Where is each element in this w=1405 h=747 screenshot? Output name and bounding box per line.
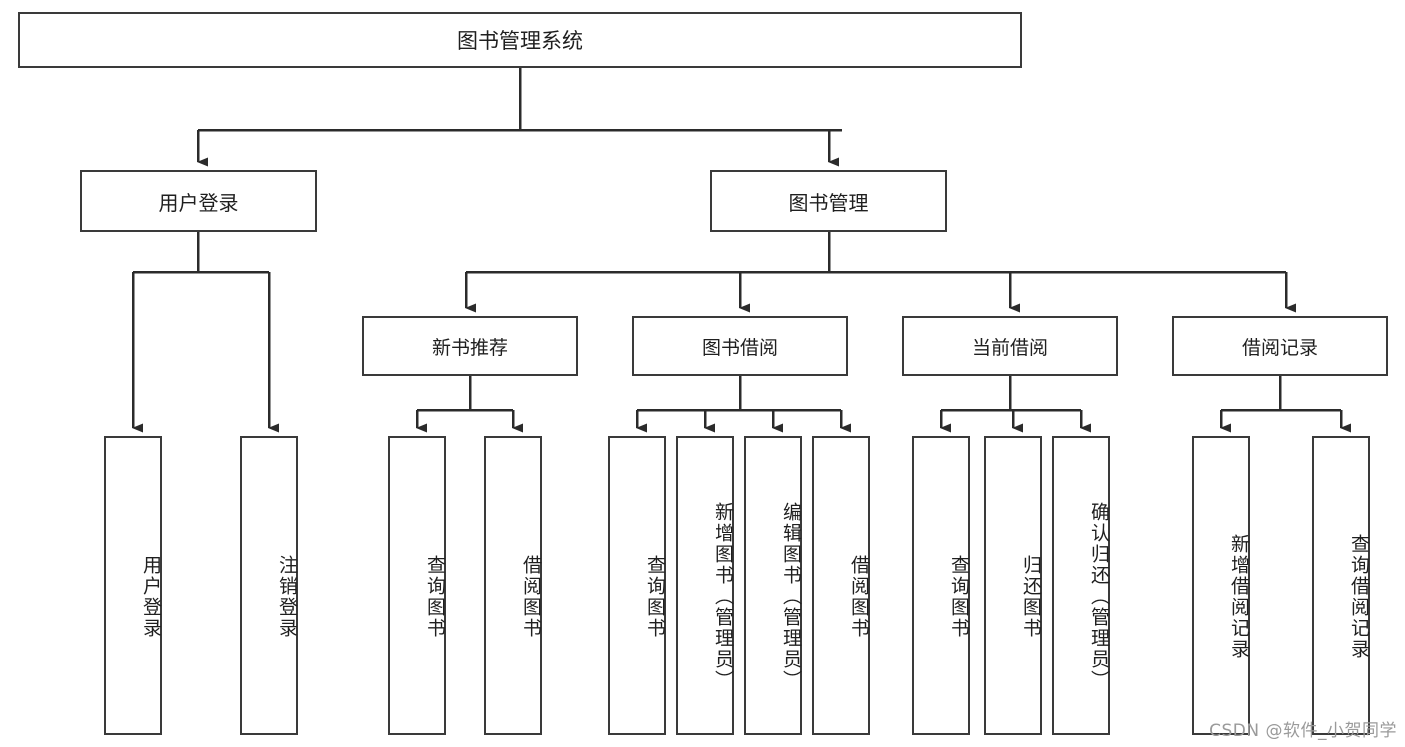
node-book-management-label: 图书管理 bbox=[788, 190, 869, 215]
node-new-book-recommend[interactable]: 新书推荐 bbox=[362, 316, 578, 376]
node-leaf-edit-book-admin-label: 编辑图书（管理员） bbox=[780, 502, 802, 691]
node-leaf-user-login[interactable]: 用户登录 bbox=[104, 436, 162, 735]
node-leaf-borrow-book-1[interactable]: 借阅图书 bbox=[484, 436, 542, 735]
node-current-borrow[interactable]: 当前借阅 bbox=[902, 316, 1118, 376]
node-user-login[interactable]: 用户登录 bbox=[80, 170, 317, 232]
node-book-borrow[interactable]: 图书借阅 bbox=[632, 316, 848, 376]
node-leaf-user-login-label: 用户登录 bbox=[140, 554, 162, 639]
node-book-management[interactable]: 图书管理 bbox=[710, 170, 947, 232]
node-leaf-confirm-return-admin-label: 确认归还（管理员） bbox=[1088, 502, 1110, 691]
node-leaf-return-book-label: 归还图书 bbox=[1020, 554, 1042, 639]
node-leaf-edit-book-admin[interactable]: 编辑图书（管理员） bbox=[744, 436, 802, 735]
node-leaf-borrow-book-1-label: 借阅图书 bbox=[520, 554, 542, 639]
node-leaf-query-borrow-record[interactable]: 查询借阅记录 bbox=[1312, 436, 1370, 735]
node-root-label: 图书管理系统 bbox=[457, 29, 583, 53]
node-leaf-query-book-2[interactable]: 查询图书 bbox=[608, 436, 666, 735]
node-leaf-query-book-1-label: 查询图书 bbox=[424, 554, 446, 639]
node-leaf-query-book-1[interactable]: 查询图书 bbox=[388, 436, 446, 735]
node-borrow-record[interactable]: 借阅记录 bbox=[1172, 316, 1388, 376]
node-leaf-add-borrow-record-label: 新增借阅记录 bbox=[1228, 533, 1250, 660]
node-book-borrow-label: 图书借阅 bbox=[701, 336, 778, 359]
node-leaf-user-logout-label: 注销登录 bbox=[276, 554, 298, 639]
node-leaf-query-book-3[interactable]: 查询图书 bbox=[912, 436, 970, 735]
node-leaf-borrow-book-2-label: 借阅图书 bbox=[848, 554, 870, 639]
node-leaf-query-book-3-label: 查询图书 bbox=[948, 554, 970, 639]
node-root[interactable]: 图书管理系统 bbox=[18, 12, 1022, 68]
node-leaf-query-book-2-label: 查询图书 bbox=[644, 554, 666, 639]
node-leaf-borrow-book-2[interactable]: 借阅图书 bbox=[812, 436, 870, 735]
node-leaf-add-book-admin[interactable]: 新增图书（管理员） bbox=[676, 436, 734, 735]
node-leaf-add-borrow-record[interactable]: 新增借阅记录 bbox=[1192, 436, 1250, 735]
node-leaf-return-book[interactable]: 归还图书 bbox=[984, 436, 1042, 735]
node-user-login-label: 用户登录 bbox=[158, 190, 239, 215]
node-leaf-add-book-admin-label: 新增图书（管理员） bbox=[712, 502, 734, 691]
node-new-book-recommend-label: 新书推荐 bbox=[431, 336, 508, 359]
node-borrow-record-label: 借阅记录 bbox=[1241, 336, 1318, 359]
node-leaf-user-logout[interactable]: 注销登录 bbox=[240, 436, 298, 735]
node-current-borrow-label: 当前借阅 bbox=[971, 336, 1048, 359]
node-leaf-query-borrow-record-label: 查询借阅记录 bbox=[1348, 533, 1370, 660]
node-leaf-confirm-return-admin[interactable]: 确认归还（管理员） bbox=[1052, 436, 1110, 735]
